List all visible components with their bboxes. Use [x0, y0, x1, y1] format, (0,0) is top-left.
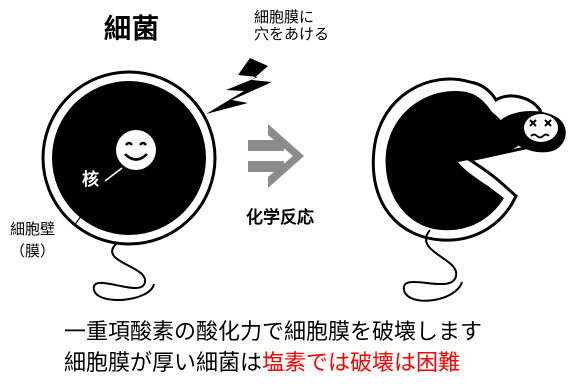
- caption: 一重項酸素の酸化力で細胞膜を破壊します 細胞膜が厚い細菌は塩素では破壊は困難: [64, 317, 482, 379]
- dizzy-face-icon: [524, 114, 558, 142]
- membrane-note-line1: 細胞膜に: [254, 8, 315, 26]
- title-bacteria: 細菌: [104, 14, 160, 45]
- nucleus-pointer: [104, 167, 123, 182]
- caption-line2: 細胞膜が厚い細菌は塩素では破壊は困難: [64, 348, 482, 379]
- cell-wall-label-line2: （膜）: [10, 242, 56, 260]
- cell-wall-label-line1: 細胞壁: [10, 220, 56, 238]
- caption-line1: 一重項酸素の酸化力で細胞膜を破壊します: [64, 320, 483, 345]
- bacterium-ruptured: [371, 77, 566, 302]
- caption-line2-red: 塩素では破壊は困難: [262, 351, 461, 376]
- double-arrow-icon: [248, 124, 304, 188]
- lightning-bolt-icon: [206, 58, 272, 114]
- cell-wall-label: 細胞壁 （膜）: [10, 218, 55, 262]
- chemical-reaction-label: 化学反応: [246, 208, 314, 228]
- caption-line2-black: 細胞膜が厚い細菌は: [64, 351, 263, 376]
- bacterium-healthy: [41, 70, 217, 301]
- membrane-note-line2: 穴をあける: [254, 25, 330, 43]
- wall-pointer: [73, 208, 87, 227]
- membrane-note: 細胞膜に 穴をあける: [254, 9, 329, 43]
- smiley-face-icon: [116, 130, 156, 170]
- nucleus-label: 核: [82, 170, 99, 190]
